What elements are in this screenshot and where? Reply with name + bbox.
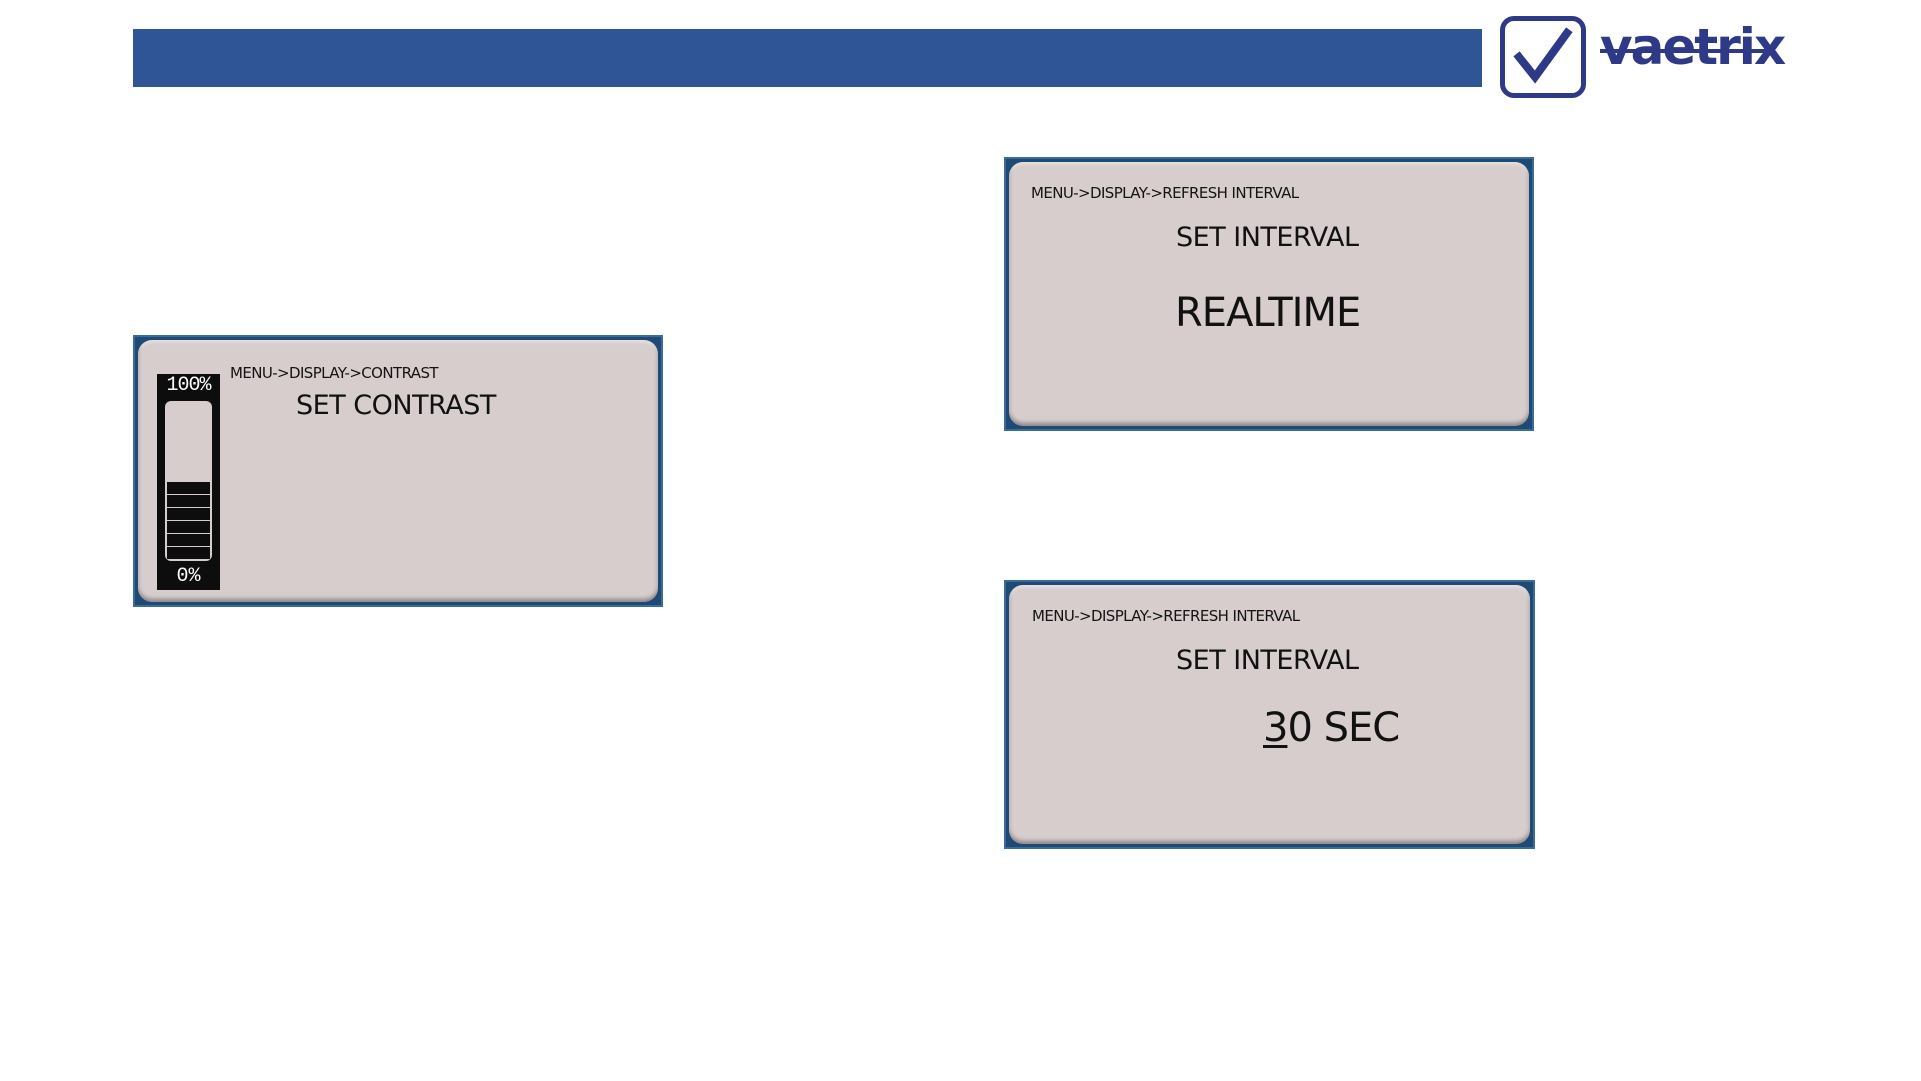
header-bar <box>133 29 1482 87</box>
screen-title: SET INTERVAL <box>1176 645 1359 676</box>
breadcrumb: MENU->DISPLAY->REFRESH INTERVAL <box>1032 607 1300 625</box>
logo-wordmark: vaetrix <box>1600 22 1784 72</box>
cursor-digit: 3 <box>1263 705 1287 751</box>
checkmark-icon <box>1500 16 1586 98</box>
breadcrumb: MENU->DISPLAY->CONTRAST <box>230 364 438 382</box>
breadcrumb: MENU->DISPLAY->REFRESH INTERVAL <box>1031 184 1299 202</box>
lcd-screen: MENU->DISPLAY->REFRESH INTERVAL SET INTE… <box>1009 585 1530 844</box>
vaetrix-logo: vaetrix <box>1500 16 1785 102</box>
lcd-refresh-30sec-panel: MENU->DISPLAY->REFRESH INTERVAL SET INTE… <box>1004 580 1535 849</box>
gauge-max-label: 100% <box>157 376 220 396</box>
contrast-gauge: 100% 0% <box>157 374 220 590</box>
gauge-segment-empty <box>167 404 210 416</box>
gauge-segment-empty <box>167 469 210 481</box>
gauge-segment-empty <box>167 430 210 442</box>
gauge-segment-filled <box>167 521 210 533</box>
interval-value: 30 SEC <box>1263 705 1399 751</box>
interval-value: REALTIME <box>1175 290 1360 336</box>
lcd-screen: MENU->DISPLAY->CONTRAST SET CONTRAST 100… <box>138 340 658 602</box>
gauge-level-bar <box>163 401 214 561</box>
lcd-refresh-realtime-panel: MENU->DISPLAY->REFRESH INTERVAL SET INTE… <box>1004 157 1534 431</box>
gauge-segment-filled <box>167 547 210 559</box>
gauge-segment-filled <box>167 508 210 520</box>
lcd-contrast-panel: MENU->DISPLAY->CONTRAST SET CONTRAST 100… <box>133 335 663 607</box>
screen-title: SET INTERVAL <box>1176 222 1359 253</box>
gauge-segment-empty <box>167 417 210 429</box>
lcd-screen: MENU->DISPLAY->REFRESH INTERVAL SET INTE… <box>1009 162 1529 426</box>
screen-title: SET CONTRAST <box>296 390 496 421</box>
gauge-min-label: 0% <box>157 567 220 587</box>
interval-value-rest: 0 SEC <box>1287 705 1399 751</box>
gauge-segment-empty <box>167 456 210 468</box>
gauge-segment-filled <box>167 495 210 507</box>
gauge-segment-empty <box>167 443 210 455</box>
gauge-segment-filled <box>167 534 210 546</box>
gauge-segment-filled <box>167 482 210 494</box>
